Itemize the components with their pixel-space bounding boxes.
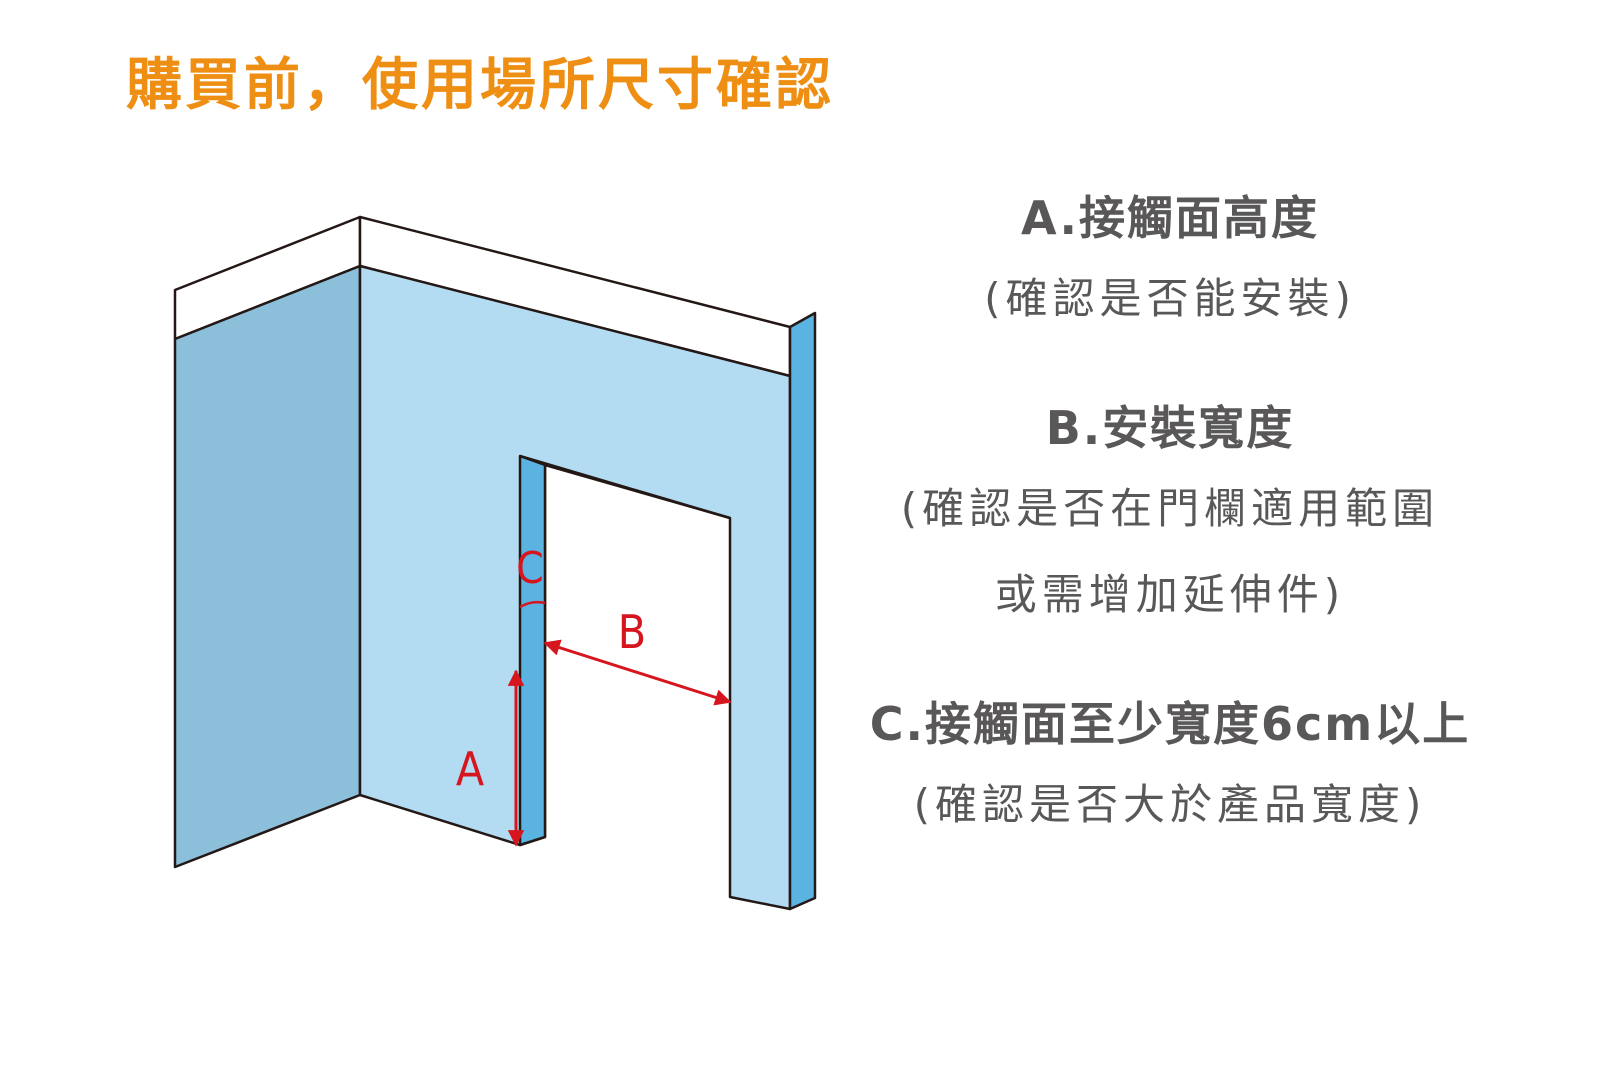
label-b: B xyxy=(618,605,646,659)
note-c-heading: C.接觸面至少寬度6cm以上 xyxy=(869,697,1471,751)
note-a-heading: A.接觸面高度 xyxy=(1021,191,1319,245)
back-wall xyxy=(358,264,792,911)
wall-end-face xyxy=(788,311,817,911)
arrow-b xyxy=(543,639,732,706)
note-a: A.接觸面高度 (確認是否能安裝) xyxy=(850,180,1490,342)
mark-c xyxy=(519,600,546,609)
label-c: C xyxy=(516,543,544,594)
door-lintel-edge xyxy=(519,454,731,520)
note-c-line: (確認是否大於產品寬度) xyxy=(913,780,1427,829)
notes-panel: A.接觸面高度 (確認是否能安裝) B.安裝寬度 (確認是否在門欄適用範圍 或需… xyxy=(850,180,1490,896)
note-a-line: (確認是否能安裝) xyxy=(984,274,1356,323)
left-wall xyxy=(173,264,362,869)
page-title: 購買前，使用場所尺寸確認 xyxy=(126,53,834,118)
door-jamb-left xyxy=(518,454,547,847)
note-b-line-2: 或需增加延伸件) xyxy=(994,570,1346,619)
note-c: C.接觸面至少寬度6cm以上 (確認是否大於產品寬度) xyxy=(850,686,1490,848)
note-b: B.安裝寬度 (確認是否在門欄適用範圍 或需增加延伸件) xyxy=(850,390,1490,638)
note-b-heading: B.安裝寬度 xyxy=(1045,401,1295,455)
note-b-line-1: (確認是否在門欄適用範圍 xyxy=(900,484,1440,533)
label-a: A xyxy=(456,742,484,796)
